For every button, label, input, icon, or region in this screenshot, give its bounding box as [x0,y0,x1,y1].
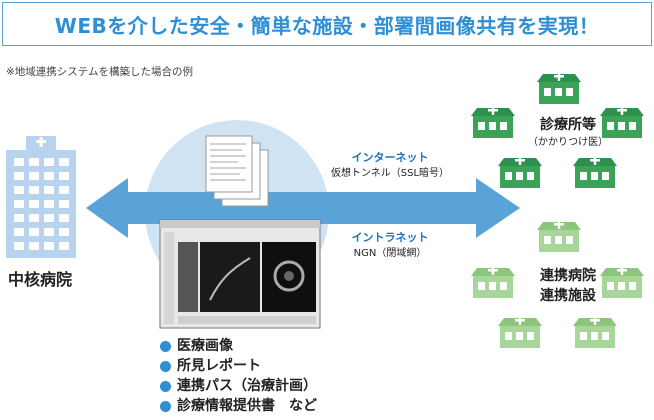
cooperating-building-icon [537,219,581,252]
cooperating-building-icon [573,315,617,348]
cooperating-line2: 連携施設 [540,288,596,304]
hospital-window [14,200,24,208]
hospital-window [14,186,24,194]
cooperating-line1: 連携病院 [540,268,596,284]
clinic-label-sub: （かかりつけ医） [528,137,609,148]
bullet-icon [160,360,171,372]
cooperating-label: 連携病院 連携施設 [528,266,608,306]
intranet-label: イントラネット NGN（閉域網） [330,230,450,262]
clinic-building-icon [537,71,581,104]
hospital-window [44,228,54,236]
hospital-window [29,158,39,166]
cooperating-building-icon [600,265,644,298]
example-note: ※地域連携システムを構築した場合の例 [6,66,193,78]
hospital-window [29,200,39,208]
document-stack-icon [205,135,269,207]
clinic-building-icon [600,105,644,138]
cooperating-building-icon [498,315,542,348]
clinic-building-icon [498,155,542,188]
hospital-window [59,228,69,236]
hospital-window [59,200,69,208]
internet-label: インターネット 仮想トンネル（SSL暗号） [330,150,450,182]
hospital-window [59,158,69,166]
hospital-window [14,242,24,250]
hospital-window [14,228,24,236]
hospital-window [59,242,69,250]
internet-name: インターネット [351,151,429,164]
hospital-building-icon [6,136,76,258]
headline-title: WEBを介した安全・簡単な施設・部署間画像共有を実現！ [54,13,600,38]
hospital-window [44,186,54,194]
clinic-building-icon [471,105,515,138]
clinic-buildings [471,71,644,188]
list-item: 医療画像 [160,336,317,356]
hospital-window [44,200,54,208]
list-item: 所見レポート [160,356,317,376]
shared-items-list: 医療画像 所見レポート 連携パス（治療計画） 診療情報提供書 など [160,336,317,416]
intranet-sub: NGN（閉域網） [353,248,427,259]
hospital-window [14,158,24,166]
hospital-window [14,172,24,180]
hospital-window [29,186,39,194]
hospital-window [29,242,39,250]
hospital-window [59,214,69,222]
clinic-label-main: 診療所等 [540,117,596,133]
list-item: 連携パス（治療計画） [160,376,317,396]
cooperating-buildings [471,219,644,348]
hospital-window [59,172,69,180]
clinic-building-icon [573,155,617,188]
clinic-label: 診療所等 （かかりつけ医） [528,116,608,152]
hospital-windows [14,158,69,250]
hospital-window [29,228,39,236]
internet-sub: 仮想トンネル（SSL暗号） [330,168,450,179]
hospital-window [29,214,39,222]
hospital-window [14,214,24,222]
hospital-window [59,186,69,194]
cooperating-building-icon [471,265,515,298]
hospital-window [44,214,54,222]
intranet-name: イントラネット [351,231,429,244]
bullet-icon [160,400,171,412]
hospital-window [44,158,54,166]
bullet-icon [160,340,171,352]
hospital-window [44,172,54,180]
bullet-icon [160,380,171,392]
image-viewer-screenshot [159,219,321,329]
hospital-window [29,172,39,180]
headline-banner: WEBを介した安全・簡単な施設・部署間画像共有を実現！ [2,2,652,46]
core-hospital-label: 中核病院 [8,270,73,289]
hospital-window [44,242,54,250]
list-item: 診療情報提供書 など [160,396,317,416]
